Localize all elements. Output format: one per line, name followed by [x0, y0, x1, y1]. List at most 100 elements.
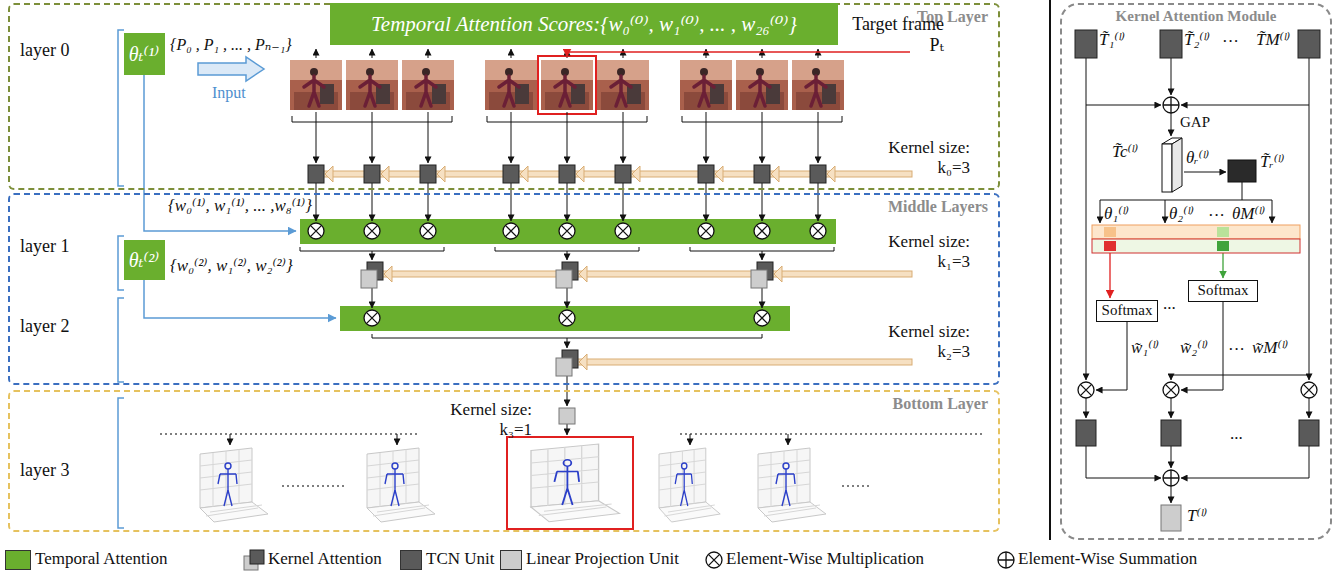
kernel-attention-drawing — [1086, 398, 1087, 418]
kernel-size-arrows — [579, 354, 587, 370]
kernel-size-arrows — [384, 266, 392, 282]
kernel-attention-drawing — [1104, 227, 1116, 237]
kernel-attention-drawing — [1228, 160, 1256, 182]
kernel-attention-drawing — [1171, 446, 1172, 468]
kernel-attention-drawing — [1171, 398, 1172, 418]
kernel-attention-drawing — [1104, 241, 1116, 251]
pose-plots — [367, 448, 435, 522]
layer-region: Middle Layersθₜ⁽²⁾ — [8, 193, 1000, 385]
video-frames — [346, 60, 398, 110]
math-label: T̃₂⁽ˡ⁾ — [1184, 30, 1210, 50]
multiply-symbols — [559, 223, 575, 239]
video-frames — [290, 56, 844, 114]
multiply-symbols — [615, 223, 631, 239]
kernel-size-arrows — [520, 166, 528, 182]
flow-lines — [567, 424, 568, 435]
tcn-units — [503, 165, 519, 183]
flow-lines — [623, 112, 624, 163]
video-frames — [680, 60, 732, 110]
math-label: w̃₁⁽ˡ⁾ — [1131, 338, 1159, 358]
math-label: T̃M⁽ˡ⁾ — [1256, 30, 1290, 50]
kernel-attention-drawing — [1075, 30, 1097, 58]
flow-lines — [762, 112, 763, 163]
video-frames — [290, 60, 342, 110]
kernel-size-arrows — [771, 166, 779, 182]
math-label: θ₂⁽ˡ⁾ — [1169, 204, 1194, 224]
legend-text: Linear Projection Unit — [526, 549, 679, 569]
kernel-attention-drawing — [1163, 470, 1179, 486]
input-label: Input — [212, 84, 246, 103]
kernel-attention-drawing — [1076, 420, 1096, 446]
kernel-size-arrows — [372, 271, 912, 277]
flow-lines — [511, 49, 512, 58]
multiply-symbols — [503, 223, 519, 239]
kernel-attention-drawing — [1181, 105, 1309, 106]
legend-text: Element-Wise Multiplication — [726, 549, 924, 569]
kernel-attention-drawing — [1086, 446, 1161, 478]
tcn-units — [698, 165, 714, 183]
tcn-units — [810, 165, 826, 183]
video-frames — [597, 60, 649, 110]
kernel-attention-drawing — [1172, 138, 1182, 192]
kernel-attention-drawing — [1086, 58, 1087, 380]
multiply-symbols — [754, 310, 770, 326]
theta-box: θₜ⁽²⁾ — [124, 240, 165, 280]
node-text: Temporal Attention Scores:{w₀⁽⁰⁾, w₁⁽⁰⁾,… — [371, 12, 797, 36]
region-heading: Kernel Attention Module — [1062, 8, 1330, 25]
tcn-units — [615, 165, 631, 183]
kernel-attention-drawing — [1075, 30, 1320, 531]
pose-plots — [758, 448, 826, 522]
flow-lines — [762, 288, 763, 308]
kernel-size-label: Kernel size: k₂=3 — [874, 322, 970, 362]
flow-lines — [706, 49, 707, 58]
attention-scores-box: Temporal Attention Scores:{w₀⁽⁰⁾, w₁⁽⁰⁾,… — [330, 3, 838, 45]
gap-label: GAP — [1180, 114, 1210, 132]
kernel-attention-drawing — [1163, 382, 1179, 398]
kernel-attention-drawing — [1184, 172, 1226, 173]
kernel-attention-drawing — [1165, 200, 1166, 223]
kernel-size-label: Kernel size: k₀=3 — [874, 138, 970, 178]
video-frames — [792, 60, 844, 110]
kernel-attention-drawing — [1217, 241, 1229, 251]
kernel-attention-drawing — [1181, 302, 1223, 390]
layer-label: layer 2 — [20, 316, 69, 337]
node-text: θₜ⁽²⁾ — [129, 249, 160, 272]
math-label: w̃M⁽ˡ⁾ — [1252, 338, 1288, 358]
multiply-symbols — [364, 310, 380, 326]
kernel-size-arrows — [579, 266, 587, 282]
kernel-attention-drawing — [1100, 200, 1101, 223]
video-frames — [485, 60, 537, 110]
weight-arrows — [144, 280, 336, 318]
pose-plots — [507, 437, 633, 529]
softmax-box: Softmax — [1096, 300, 1158, 322]
kernel-size-arrows — [316, 166, 912, 370]
pose-plots — [230, 434, 231, 445]
weight-set-label: {w₀⁽¹⁾, w₁⁽¹⁾, ... ,w₈⁽¹⁾} — [168, 196, 312, 216]
pose-plots — [680, 433, 985, 434]
flow-lines — [428, 112, 429, 163]
kernel-size-label: Kernel size: k₃=1 — [436, 400, 532, 440]
legend-swatch — [5, 550, 31, 570]
tcn-units — [559, 408, 575, 424]
legend-swatch — [500, 550, 522, 570]
panel-divider — [1049, 0, 1051, 540]
pose-plots — [160, 434, 985, 529]
kernel-attention-drawing — [1171, 58, 1172, 95]
module-panel: Kernel Attention ModuleSoftmaxSoftmax — [1060, 3, 1332, 540]
target-arrow — [567, 52, 910, 57]
flow-lines — [818, 49, 819, 58]
tcn-units — [556, 350, 578, 376]
theta-box: θₜ⁽¹⁾ — [124, 33, 165, 75]
kernel-attention-drawing — [1092, 225, 1300, 239]
legend-swatch — [400, 550, 422, 570]
kernel-attention-drawing — [1162, 144, 1172, 192]
node-text: Softmax — [1198, 282, 1249, 299]
kernel-attention-drawing — [1309, 58, 1310, 380]
kernel-attention-drawing — [1086, 58, 1309, 503]
left-brackets — [118, 298, 124, 382]
pose-plots — [531, 444, 619, 522]
flow-lines — [300, 247, 444, 260]
math-label: T̃c⁽ˡ⁾ — [1112, 142, 1138, 162]
